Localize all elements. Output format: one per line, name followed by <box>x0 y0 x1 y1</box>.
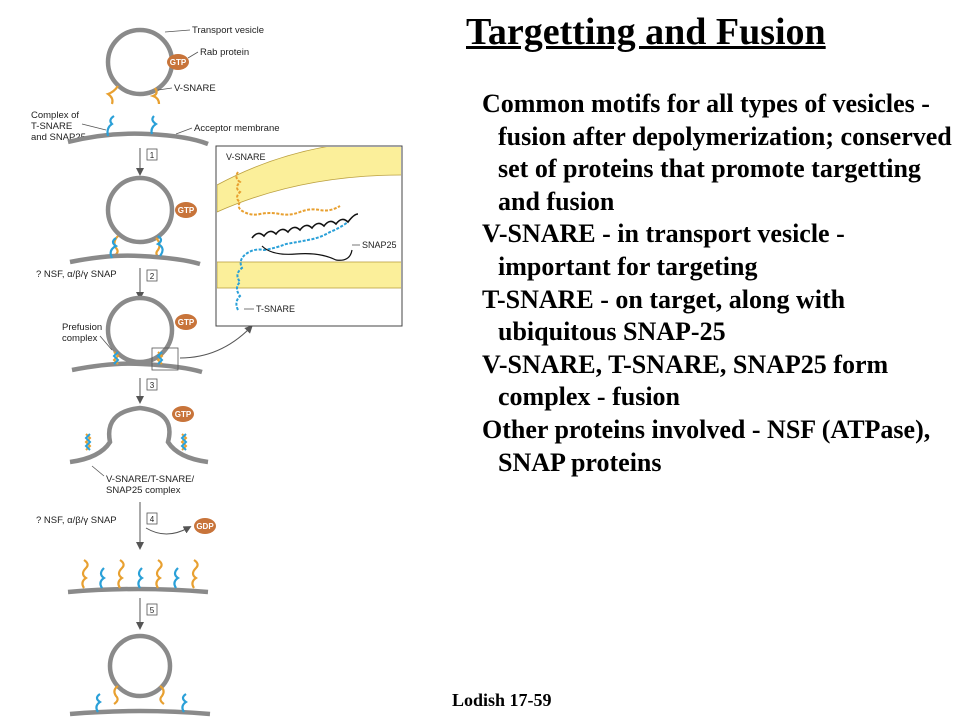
gtp-badge <box>172 406 194 422</box>
step-arrow-4: ? NSF, α/β/γ SNAP 4 GDP <box>36 502 216 550</box>
v-snare-strand <box>105 85 119 105</box>
stage-fused-membrane <box>67 559 209 595</box>
step-number: 5 <box>150 606 155 615</box>
label-nsf-snap: ? NSF, α/β/γ SNAP <box>36 269 117 280</box>
v-snare-helix <box>235 171 341 216</box>
inset-label-t-snare: T-SNARE <box>256 304 295 314</box>
label-prefusion: complex <box>62 333 98 344</box>
step-arrow-5: 5 <box>136 598 158 630</box>
bullet-item: T-SNARE - on target, along with ubiquito… <box>482 284 846 347</box>
inset-label-snap25: SNAP25 <box>362 240 397 250</box>
step-number: 2 <box>150 272 155 281</box>
bullet-item: V-SNARE - in transport vesicle - importa… <box>482 219 845 281</box>
target-membrane-band <box>217 261 401 289</box>
t-snare-strand <box>106 115 115 137</box>
label-complex: T-SNARE <box>31 121 72 132</box>
stage-docking: GTP <box>69 175 201 267</box>
gtp-badge-label: GTP <box>178 318 195 327</box>
gtp-badge <box>167 54 189 70</box>
gtp-badge-label: GTP <box>178 206 195 215</box>
label-v-snare: V-SNARE <box>174 83 216 94</box>
gdp-badge <box>194 518 216 534</box>
gtp-badge <box>175 202 197 218</box>
label-vt-complex: SNAP25 complex <box>106 485 181 496</box>
v-snare-strand <box>149 87 161 105</box>
bullet-item: V-SNARE, T-SNARE, SNAP25 form complex - … <box>482 349 889 412</box>
label-prefusion: Prefusion <box>62 322 102 333</box>
step-number: 1 <box>150 151 155 160</box>
label-transport-vesicle: Transport vesicle <box>192 25 264 36</box>
transport-vesicle <box>105 27 175 97</box>
inset-snare-complex: V-SNARE SNAP25 T-SNARE <box>215 145 403 327</box>
snap25-coil <box>251 213 359 239</box>
label-complex: Complex of <box>31 110 79 121</box>
slide-title: Targetting and Fusion <box>466 11 826 53</box>
gdp-badge-label: GDP <box>196 522 214 531</box>
bullet-list: Common motifs for all types of vesicles … <box>482 88 952 479</box>
source-credit: Lodish 17-59 <box>452 690 552 710</box>
bullet-item: Common motifs for all types of vesicles … <box>482 89 952 216</box>
stage-prefusion: GTP Prefusion complex <box>62 295 253 375</box>
stage-fusion: GTP V-SNARE/T-SNARE/ SNAP25 complex <box>69 405 209 496</box>
t-snare-helix <box>235 221 349 311</box>
stage-initial: GTP Transport vesicle Rab protein V-SNAR… <box>31 25 280 147</box>
acceptor-membrane <box>67 131 209 147</box>
label-rab-protein: Rab protein <box>200 47 249 58</box>
label-complex: and SNAP25 <box>31 132 86 143</box>
label-nsf-snap: ? NSF, α/β/γ SNAP <box>36 515 117 526</box>
bullet-item: Other proteins involved - NSF (ATPase), … <box>482 414 931 477</box>
t-snare-strand <box>150 115 158 135</box>
vesicle-membrane-band <box>217 147 401 213</box>
step-number: 4 <box>150 515 155 524</box>
label-acceptor-membrane: Acceptor membrane <box>194 123 280 134</box>
gtp-badge-label: GTP <box>175 410 192 419</box>
zoom-box <box>151 347 179 371</box>
step-arrow-1: 1 <box>136 148 158 176</box>
label-vt-complex: V-SNARE/T-SNARE/ <box>106 474 195 485</box>
zoom-arrow <box>179 325 253 359</box>
gtp-badge-label: GTP <box>170 58 187 67</box>
snap25-loop <box>261 245 353 261</box>
step-arrow-2: ? NSF, α/β/γ SNAP 2 <box>36 268 158 300</box>
step-number: 3 <box>150 381 155 390</box>
step-arrow-3: 3 <box>136 378 158 404</box>
stage-recycled-vesicle <box>69 633 211 717</box>
gtp-badge <box>175 314 197 330</box>
inset-label-v-snare: V-SNARE <box>226 152 266 162</box>
